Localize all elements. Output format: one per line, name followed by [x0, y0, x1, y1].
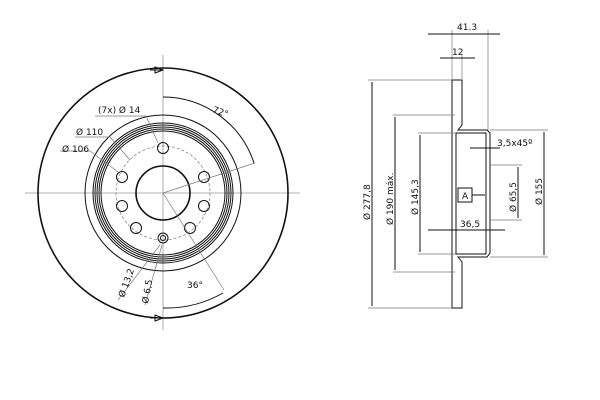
bolt-holes — [116, 142, 210, 244]
d106-label: Ø 106 — [62, 144, 89, 155]
chamfer-label: 3,5x45º — [497, 139, 532, 149]
angle-36-arc — [162, 292, 224, 309]
d145-3-label: Ø 145,3 — [410, 179, 421, 215]
angle-36-label: 36° — [187, 281, 203, 291]
dimension-d155 — [490, 129, 548, 258]
bolt-hole — [116, 200, 128, 212]
depth-label: 36,5 — [460, 220, 480, 230]
angle-72-ray — [162, 162, 256, 194]
section-arrow-top — [150, 66, 165, 74]
disc-section — [451, 79, 491, 309]
datum-label: A — [462, 192, 469, 202]
small-hole-inner — [160, 235, 166, 241]
side-view: 41.3 12 Ø 277,8 Ø 190 máx. Ø 145,3 3,5x4… — [362, 23, 548, 309]
inner-ring — [84, 114, 242, 272]
dimension-d277-8 — [368, 79, 452, 309]
leader-lines — [60, 115, 163, 306]
front-view: (7x) Ø 14 Ø 110 Ø 106 72° 36° Ø 13,2 Ø 6… — [25, 55, 300, 330]
angle-72-label: 72° — [211, 105, 229, 120]
bolt-hole — [116, 171, 128, 183]
angle-72-arc — [162, 96, 255, 164]
section-arrow-bottom — [150, 314, 165, 322]
ring-bands — [92, 122, 234, 264]
bolt-holes-label: (7x) Ø 14 — [98, 105, 141, 116]
bolt-hole — [157, 142, 169, 154]
small-hole — [157, 232, 169, 244]
d65-5-label: Ø 65,5 — [508, 182, 519, 212]
dimension-thickness — [440, 55, 475, 80]
dimension-width-total — [428, 30, 500, 130]
d277-8-label: Ø 277,8 — [362, 184, 373, 220]
angle-36-ray — [162, 192, 225, 291]
bolt-hole — [198, 171, 210, 183]
d6-5-label: Ø 6,5 — [140, 279, 155, 305]
width-total-label: 41.3 — [457, 23, 477, 33]
center-bore — [135, 165, 191, 221]
bolt-hole — [130, 222, 142, 234]
hat-inner-outline — [455, 132, 487, 255]
bolt-hole — [198, 200, 210, 212]
bolt-circle — [115, 145, 211, 241]
d13-2-label: Ø 13,2 — [116, 267, 137, 299]
d155-label: Ø 155 — [534, 178, 545, 205]
bolt-hole — [184, 222, 196, 234]
dimension-d190 — [393, 114, 455, 273]
dimension-d145-3 — [418, 132, 456, 255]
dimension-d65-5 — [490, 164, 522, 221]
d190-label: Ø 190 máx. — [385, 173, 396, 225]
d110-label: Ø 110 — [76, 127, 103, 138]
thickness-label: 12 — [452, 48, 463, 58]
